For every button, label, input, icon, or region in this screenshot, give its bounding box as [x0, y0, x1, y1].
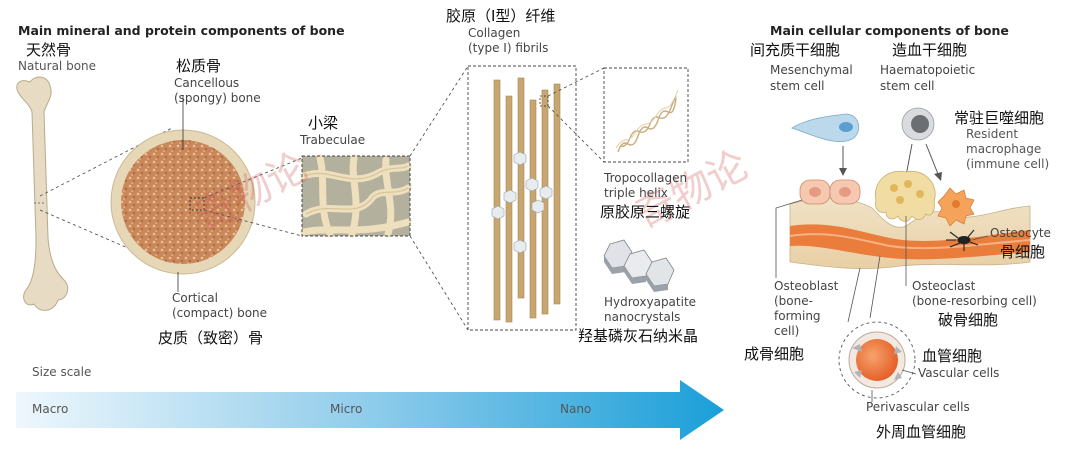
label-cancellous-en-2: (spongy) bone — [174, 91, 261, 105]
label-osteocyte-cn: 骨细胞 — [1000, 243, 1046, 261]
label-macrophage-en-2: macrophage — [966, 142, 1042, 156]
label-hydroxyapatite-cn: 羟基磷灰石纳米晶 — [578, 327, 699, 345]
label-collagen-cn: 胶原（I型）纤维 — [446, 7, 556, 25]
trabeculae-illustration — [300, 154, 412, 238]
natural-bone-illustration — [16, 76, 69, 311]
label-osteoblast-en-4: cell) — [774, 324, 800, 338]
label-osteoblast-en-3: forming — [774, 309, 821, 323]
size-scale-title: Size scale — [32, 365, 92, 379]
label-perivascular-en: Perivascular cells — [866, 400, 970, 414]
label-msc-en-1: Mesenchymal — [770, 63, 853, 77]
label-natural-bone-en: Natural bone — [18, 59, 97, 73]
hydroxyapatite-crystals — [603, 239, 675, 292]
label-osteoclast-en-2: (bone-resorbing cell) — [912, 294, 1037, 308]
size-scale-arrow — [16, 380, 724, 440]
label-msc-en-2: stem cell — [770, 79, 825, 93]
label-tropocollagen-en-2: triple helix — [604, 186, 668, 200]
bone-cross-section — [110, 95, 256, 292]
label-hsc-en-1: Haematopoietic — [880, 63, 976, 77]
label-hsc-cn: 造血干细胞 — [892, 41, 968, 59]
label-osteoclast-cn: 破骨细胞 — [938, 311, 999, 329]
label-cortical-en-1: Cortical — [172, 291, 218, 305]
label-cancellous-cn: 松质骨 — [176, 57, 222, 75]
label-cortical-en-2: (compact) bone — [172, 306, 268, 320]
size-scale-macro: Macro — [32, 402, 69, 416]
label-hsc-en-2: stem cell — [880, 79, 935, 93]
label-tropocollagen-cn: 原胶原三螺旋 — [600, 203, 691, 221]
label-osteoblast-cn: 成骨细胞 — [744, 345, 805, 363]
size-scale-nano: Nano — [560, 402, 592, 416]
label-vascular-cn: 血管细胞 — [922, 347, 983, 365]
osteocyte-cell — [946, 229, 979, 251]
osteoblast-cells — [799, 179, 861, 205]
heading-cellular: Main cellular components of bone — [770, 23, 1009, 38]
tropocollagen-illustration — [603, 67, 689, 163]
label-trabeculae-en: Trabeculae — [300, 133, 366, 147]
label-osteoclast-en-1: Osteoclast — [912, 279, 976, 293]
label-collagen-en-1: Collagen — [468, 26, 521, 40]
label-trabeculae-cn: 小梁 — [308, 114, 339, 132]
label-macrophage-cn: 常驻巨噬细胞 — [954, 109, 1045, 127]
label-osteoblast-en-2: (bone- — [774, 294, 813, 308]
blood-vessel — [838, 321, 917, 402]
heading-mineral-protein: Main mineral and protein components of b… — [18, 23, 345, 38]
label-osteoblast-en-1: Osteoblast — [774, 279, 839, 293]
label-msc-cn: 间充质干细胞 — [750, 41, 841, 59]
label-tropocollagen-en-1: Tropocollagen — [604, 171, 688, 185]
label-perivascular-cn: 外周血管细胞 — [876, 423, 967, 441]
collagen-fibrils-illustration — [467, 65, 577, 331]
label-cancellous-en-1: Cancellous — [174, 76, 240, 90]
label-natural-bone-cn: 天然骨 — [26, 41, 72, 59]
bone-tissue-section — [789, 198, 1031, 269]
label-cortical-cn: 皮质（致密）骨 — [158, 329, 264, 347]
label-collagen-en-2: (type I) fibrils — [468, 41, 549, 55]
label-macrophage-en-3: (immune cell) — [966, 157, 1050, 171]
label-hydroxyapatite-en-1: Hydroxyapatite — [604, 295, 697, 309]
osteoclast-cell — [875, 170, 936, 222]
label-vascular-en: Vascular cells — [918, 366, 1000, 380]
size-scale-micro: Micro — [330, 402, 363, 416]
label-osteocyte-en: Osteocyte — [990, 226, 1051, 240]
label-hydroxyapatite-en-2: nanocrystals — [604, 310, 681, 324]
mesenchymal-stem-cell — [791, 113, 859, 176]
resident-macrophage-cell — [937, 187, 975, 227]
label-macrophage-en-1: Resident — [966, 127, 1019, 141]
